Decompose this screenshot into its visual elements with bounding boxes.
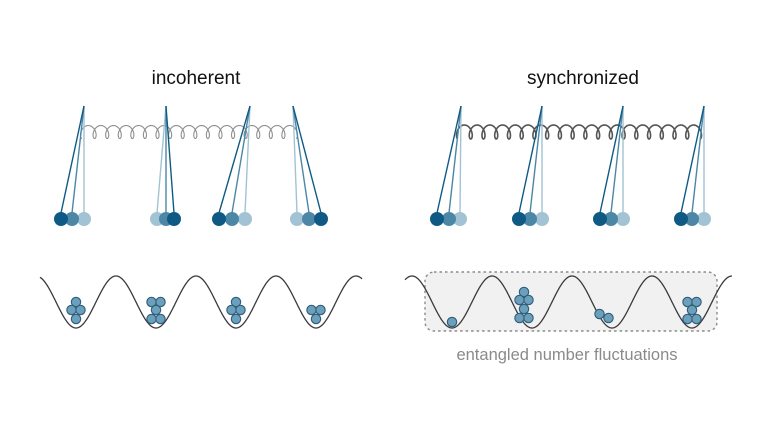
atom-synchronized-well-4-3 (686, 304, 698, 316)
pendulum-bob-6-light (535, 212, 549, 226)
pendulum-string-6-mid (529, 105, 543, 214)
atom-synchronized-well-1-1 (446, 316, 458, 328)
atom-incoherent-well-4-1 (306, 304, 317, 316)
panel-title-synchronized: synchronized (527, 68, 639, 89)
atom-synchronized-well-4-5 (691, 313, 702, 325)
atom-synchronized-well-2-5 (514, 312, 525, 324)
pendulum-bob-4-light (290, 212, 304, 226)
pendulum-bobs (54, 212, 711, 226)
pendulum-string-4-dark (292, 105, 322, 214)
atoms (66, 286, 702, 328)
atom-incoherent-well-2-3 (150, 304, 162, 316)
atom-incoherent-well-3-1 (230, 296, 242, 308)
pendulum-bob-7-light (616, 212, 630, 226)
pendulum-string-1-dark (60, 105, 85, 214)
pendulum-string-4-mid (292, 105, 310, 214)
atom-synchronized-well-2-1 (518, 286, 530, 298)
pendulum-string-6-dark (518, 105, 543, 214)
atom-synchronized-well-3-2 (603, 312, 614, 324)
pendulum-bob-1-dark (54, 212, 68, 226)
potential-synchronized (404, 275, 733, 329)
pendulum-bob-3-light (238, 212, 252, 226)
pendulum-bob-5-light (453, 212, 467, 226)
spring-incoherent (79, 124, 299, 140)
pendulum-string-5-light (459, 105, 462, 214)
atom-synchronized-well-2-3 (523, 294, 534, 306)
pendulum-string-2-light (156, 105, 167, 214)
pendulum-bob-2-dark (167, 212, 181, 226)
atom-incoherent-well-1-3 (75, 304, 86, 316)
entangled-region-box (424, 271, 718, 332)
atom-incoherent-well-1-4 (70, 313, 82, 325)
pendulum-bob-4-dark (314, 212, 328, 226)
pendulum-bob-7-mid (604, 212, 618, 226)
pendulum-bob-4-mid (302, 212, 316, 226)
atom-incoherent-well-1-1 (70, 296, 82, 308)
pendulum-bob-8-mid (685, 212, 699, 226)
pendulum-string-5-dark (436, 105, 462, 214)
pendulum-string-3-mid (231, 105, 251, 214)
potential-incoherent (39, 275, 363, 329)
pendulum-string-7-mid (610, 105, 624, 214)
pendulum-string-5-mid (448, 105, 462, 214)
atom-synchronized-well-4-2 (691, 296, 702, 308)
atom-incoherent-well-1-2 (66, 304, 77, 316)
pendulum-bob-3-mid (225, 212, 239, 226)
atom-incoherent-well-4-2 (315, 304, 326, 316)
entangled-fluctuations-caption: entangled number fluctuations (456, 346, 677, 364)
pendulum-bob-8-dark (674, 212, 688, 226)
atom-synchronized-well-2-6 (523, 312, 534, 324)
pendulum-bob-7-dark (593, 212, 607, 226)
pendulum-string-3-dark (218, 105, 251, 214)
pendulum-string-7-dark (599, 105, 624, 214)
optical-lattice-wells (39, 275, 733, 329)
pendulum-string-3-light (244, 105, 251, 214)
spring-couplings (79, 124, 703, 140)
atom-synchronized-well-3-1 (594, 308, 605, 320)
pendulum-strings (60, 105, 705, 214)
pendulum-bob-5-dark (430, 212, 444, 226)
atom-incoherent-well-3-4 (230, 313, 242, 325)
atom-synchronized-well-4-4 (682, 313, 693, 325)
pendulum-bob-5-mid (442, 212, 456, 226)
entangled-region (424, 271, 718, 332)
spring-synchronized (455, 124, 703, 140)
panel-title-incoherent: incoherent (152, 68, 241, 89)
atom-incoherent-well-4-3 (310, 313, 322, 325)
pendulum-string-2-dark (165, 105, 175, 214)
atom-incoherent-well-3-3 (235, 304, 246, 316)
pendulum-string-4-light (292, 105, 298, 214)
pendulum-bob-3-dark (212, 212, 226, 226)
pendulum-bob-6-mid (523, 212, 537, 226)
atom-incoherent-well-2-4 (146, 313, 157, 325)
pendulum-bob-1-light (77, 212, 91, 226)
pendulum-string-8-dark (680, 105, 705, 214)
pendulum-bob-6-dark (512, 212, 526, 226)
pendulum-bob-1-mid (65, 212, 79, 226)
pendulum-string-1-mid (71, 105, 85, 214)
pendulum-bob-8-light (697, 212, 711, 226)
atom-synchronized-well-2-2 (514, 294, 525, 306)
atom-synchronized-well-2-4 (518, 303, 530, 315)
atom-incoherent-well-2-2 (155, 296, 166, 308)
pendulum-string-8-mid (691, 105, 705, 214)
atom-incoherent-well-3-2 (226, 304, 237, 316)
atom-incoherent-well-2-5 (155, 313, 166, 325)
